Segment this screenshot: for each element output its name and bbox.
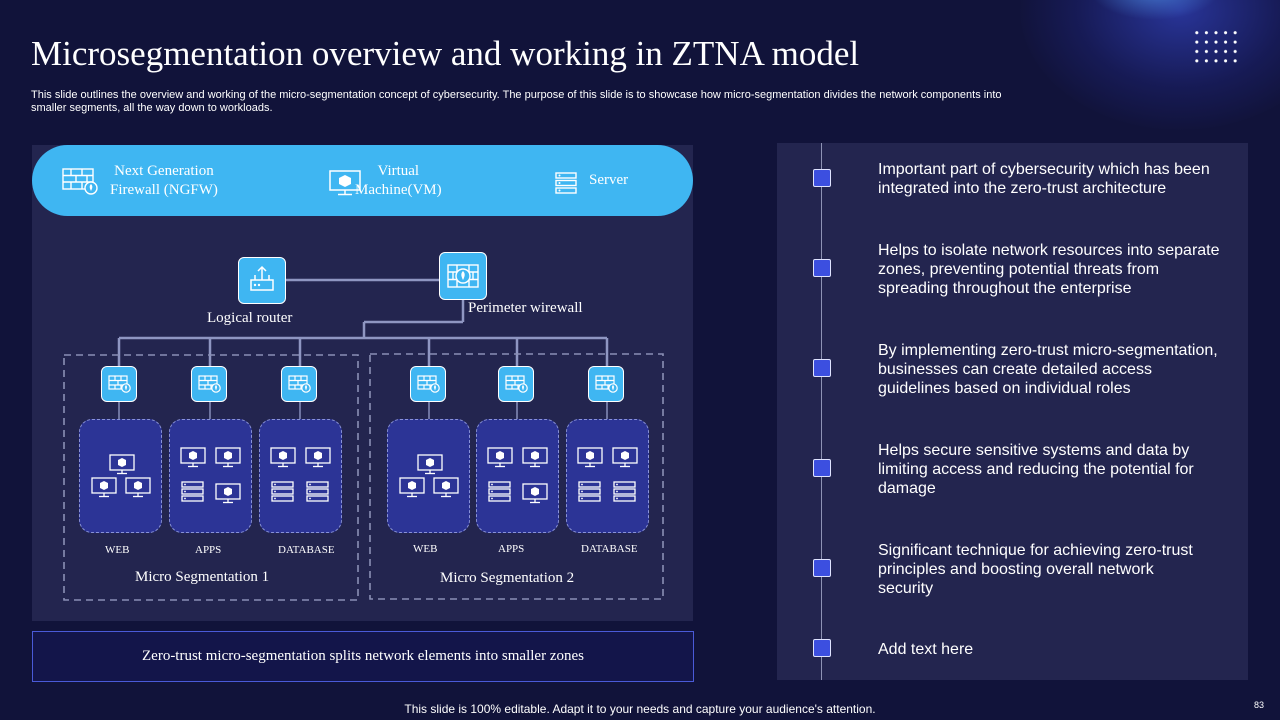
router-icon [249, 265, 274, 291]
timeline-marker [813, 459, 831, 477]
segment2-title: Micro Segmentation 2 [440, 570, 575, 586]
firewall-icon [446, 263, 479, 288]
logical-router-label: Logical router [207, 310, 293, 326]
timeline-marker [813, 359, 831, 377]
segment1-web-label: WEB [105, 544, 130, 556]
firewall-icon [62, 168, 98, 195]
segment2-database-card [566, 419, 649, 533]
segment1-web-firewall [101, 366, 137, 402]
legend-server: Server [589, 145, 649, 216]
segment1-database-card [259, 419, 342, 533]
key-point-2: Helps to isolate network resources into … [878, 242, 1220, 297]
vm-server-cluster-icon [487, 447, 548, 504]
segment2-web-firewall [410, 366, 446, 402]
vm-server-cluster-icon [180, 447, 241, 504]
slide-subtitle: This slide outlines the overview and wor… [31, 89, 1002, 114]
segment1-apps-label: APPS [195, 544, 222, 556]
key-point-4: Helps secure sensitive systems and data … [878, 442, 1194, 497]
segment1-database-firewall [281, 366, 317, 402]
legend-ngfw-line2: Firewall (NGFW) [110, 181, 218, 198]
diagram-panel [32, 145, 693, 621]
vm-server-cluster-icon [577, 447, 638, 502]
legend-vm-line1: Virtual [377, 162, 420, 179]
segment2-apps-label: APPS [498, 543, 525, 555]
key-point-6: Add text here [878, 641, 974, 658]
page-number: 83 [1254, 700, 1265, 710]
segment1-apps-firewall [191, 366, 227, 402]
legend-server-label: Server [589, 172, 629, 188]
legend-vm-line2: Machine(VM) [355, 181, 442, 198]
segment2-apps-firewall [498, 366, 534, 402]
monitor-icon [329, 170, 361, 196]
component-legend-bar [32, 145, 693, 216]
firewall-icon [288, 375, 311, 393]
segment2-database-label: DATABASE [581, 543, 638, 555]
segment2-web-card [387, 419, 470, 533]
firewall-icon [505, 375, 528, 393]
timeline-marker [813, 259, 831, 277]
vm-cluster-icon [91, 454, 151, 498]
key-point-5: Significant technique for achieving zero… [878, 542, 1193, 597]
slide-footer: This slide is 100% editable. Adapt it to… [404, 702, 876, 716]
timeline-marker [813, 559, 831, 577]
segment2-web-label: WEB [413, 543, 438, 555]
vm-cluster-icon [399, 454, 459, 498]
dot-grid-decoration [1192, 28, 1242, 66]
key-points-panel [777, 143, 1248, 680]
firewall-icon [198, 375, 221, 393]
legend-ngfw-line1: Next Generation [114, 162, 214, 179]
segment1-web-card [79, 419, 162, 533]
key-point-3: By implementing zero-trust micro-segment… [878, 342, 1218, 397]
segment1-database-label: DATABASE [278, 544, 335, 556]
logical-router-node [238, 257, 286, 304]
diagram-caption: Zero-trust micro-segmentation splits net… [142, 648, 584, 664]
segment1-apps-card [169, 419, 252, 533]
server-icon [555, 172, 577, 194]
segment1-title: Micro Segmentation 1 [135, 569, 270, 585]
firewall-icon [595, 375, 618, 393]
segment2-apps-card [476, 419, 559, 533]
diagram-caption-box: Zero-trust micro-segmentation splits net… [32, 631, 694, 682]
firewall-icon [417, 375, 440, 393]
slide-title: Microsegmentation overview and working i… [31, 34, 860, 73]
timeline-marker [813, 639, 831, 657]
segment2-database-firewall [588, 366, 624, 402]
key-point-1: Important part of cybersecurity which ha… [878, 161, 1210, 197]
vm-server-cluster-icon [270, 447, 331, 502]
firewall-icon [108, 375, 131, 393]
timeline-marker [813, 169, 831, 187]
perimeter-firewall-label: Perimeter wirewall [468, 300, 583, 316]
perimeter-firewall-node [439, 252, 487, 300]
timeline-line [821, 143, 822, 680]
